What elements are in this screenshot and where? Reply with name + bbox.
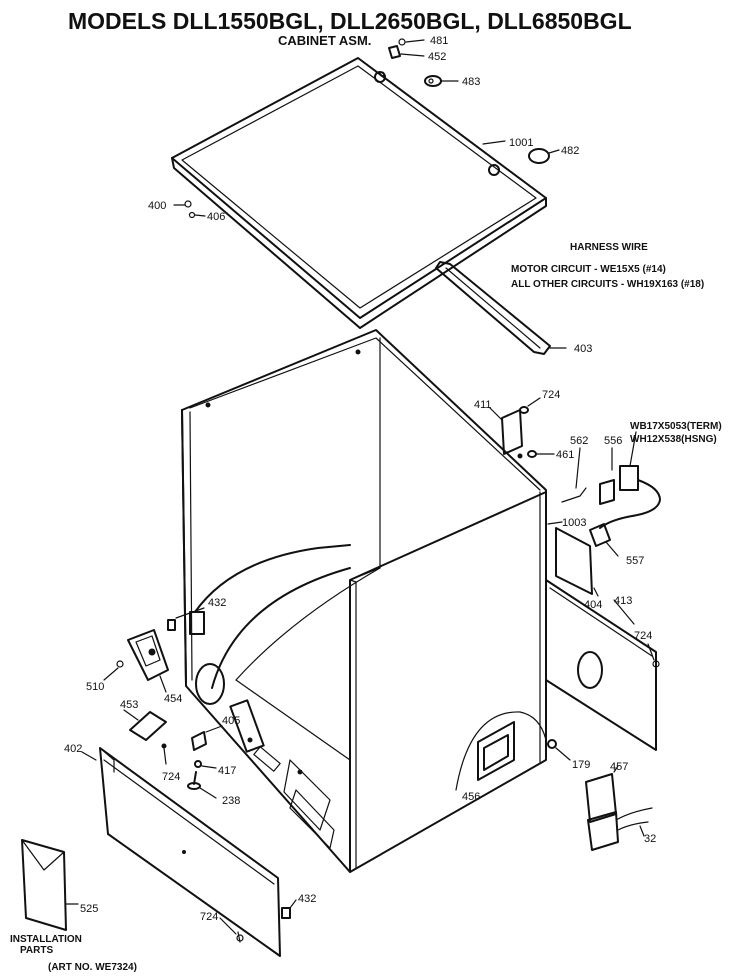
right-top-hardware [489, 397, 587, 503]
callout-405: 405 [222, 715, 240, 727]
installation-bag [21, 839, 79, 931]
leveling-foot [187, 760, 217, 799]
page-subtitle: CABINET ASM. [278, 33, 371, 48]
callout-400: 400 [148, 200, 166, 212]
terminal-block [589, 431, 661, 557]
callout-179: 179 [572, 759, 590, 771]
callout-417: 417 [218, 765, 236, 777]
callout-wh-hsng: WH12X538(HSNG) [630, 434, 717, 445]
harness-heading: HARNESS WIRE [570, 242, 648, 253]
callout-403: 403 [574, 343, 592, 355]
callout-483: 483 [462, 76, 480, 88]
side-panel-413 [545, 579, 660, 751]
callout-724-top: 724 [542, 389, 560, 401]
callout-454: 454 [164, 693, 182, 705]
callout-457: 457 [610, 761, 628, 773]
bracket-1003 [547, 521, 599, 597]
callout-1001: 1001 [509, 137, 533, 149]
callout-724-mid: 724 [162, 771, 180, 783]
callout-411: 411 [474, 399, 492, 411]
callout-wb-term: WB17X5053(TERM) [630, 421, 722, 432]
callout-238: 238 [222, 795, 240, 807]
toe-panel-402 [81, 747, 297, 957]
left-hardware [103, 607, 223, 765]
clip-179 [547, 739, 571, 761]
callout-510: 510 [86, 681, 104, 693]
callout-456: 456 [462, 791, 480, 803]
callout-481: 481 [430, 35, 448, 47]
callout-402: 402 [64, 743, 82, 755]
callout-406: 406 [207, 211, 225, 223]
callout-452: 452 [428, 51, 446, 63]
callout-556: 556 [604, 435, 622, 447]
callout-482: 482 [561, 145, 579, 157]
callout-453: 453 [120, 699, 138, 711]
callout-525: 525 [80, 903, 98, 915]
installation-caption-line1: INSTALLATION [10, 934, 82, 945]
callout-562: 562 [570, 435, 588, 447]
front-brace [435, 261, 567, 355]
harness-motor-circuit: MOTOR CIRCUIT - WE15X5 (#14) [511, 264, 666, 275]
top-hardware [173, 38, 560, 219]
callout-1003: 1003 [562, 517, 586, 529]
callout-32: 32 [644, 833, 656, 845]
callout-724-right: 724 [634, 630, 652, 642]
top-panel [171, 57, 547, 329]
cabinet [181, 329, 547, 873]
callout-432-left: 432 [208, 597, 226, 609]
callout-557: 557 [626, 555, 644, 567]
callout-432-bottom: 432 [298, 893, 316, 905]
callout-labels: 481 452 483 1001 482 400 406 403 724 411… [64, 35, 722, 923]
part-457 [585, 765, 653, 851]
callout-724-bottom: 724 [200, 911, 218, 923]
callout-404: 404 [584, 599, 602, 611]
callout-461: 461 [556, 449, 574, 461]
page-title: MODELS DLL1550BGL, DLL2650BGL, DLL6850BG… [68, 8, 632, 34]
harness-other-circuits: ALL OTHER CIRCUITS - WH19X163 (#18) [511, 279, 704, 290]
installation-caption-line2: PARTS [20, 945, 53, 956]
art-number: (ART NO. WE7324) [48, 962, 137, 973]
callout-413: 413 [614, 595, 632, 607]
